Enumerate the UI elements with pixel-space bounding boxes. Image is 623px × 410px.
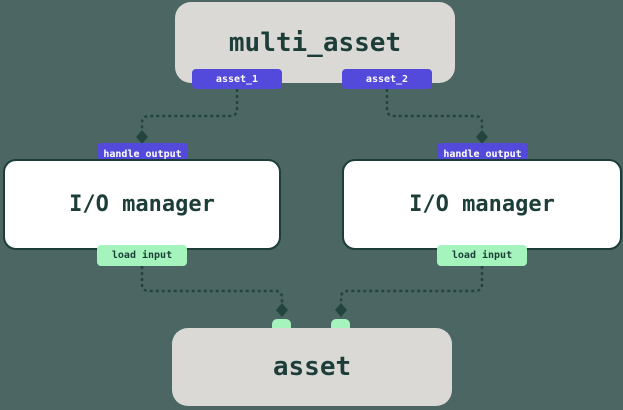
connector-left-io-to-asset — [140, 266, 284, 304]
connector-right-io-to-asset — [339, 266, 484, 304]
output-badge-asset-1: asset_1 — [192, 69, 282, 89]
load-input-badge-left: load input — [97, 245, 187, 266]
io-manager-node-left: I/O manager — [3, 159, 281, 250]
output-badge-asset-1-label: asset_1 — [215, 73, 259, 85]
asset-label: asset — [272, 352, 352, 382]
arrowhead-diamond — [335, 303, 347, 317]
multi-asset-label: multi_asset — [228, 27, 402, 58]
arrowhead-diamond — [276, 303, 288, 317]
load-input-badge-left-label: load input — [111, 250, 173, 261]
output-badge-asset-2-label: asset_2 — [365, 73, 409, 85]
arrowhead-diamond — [476, 130, 488, 144]
io-manager-node-right: I/O manager — [342, 159, 622, 250]
io-manager-left-title: I/O manager — [69, 192, 215, 217]
connector-asset1-to-left-io — [140, 89, 239, 131]
asset-node: asset — [172, 328, 452, 406]
handle-output-badge-right-label: handle output — [443, 148, 522, 160]
arrowhead-diamond — [136, 130, 148, 144]
handle-output-badge-left-label: handle output — [103, 148, 182, 160]
io-manager-right-title: I/O manager — [409, 192, 555, 217]
output-badge-asset-2: asset_2 — [342, 69, 432, 89]
connector-asset2-to-right-io — [385, 89, 484, 131]
load-input-badge-right-label: load input — [451, 250, 513, 261]
load-input-badge-right: load input — [437, 245, 527, 266]
